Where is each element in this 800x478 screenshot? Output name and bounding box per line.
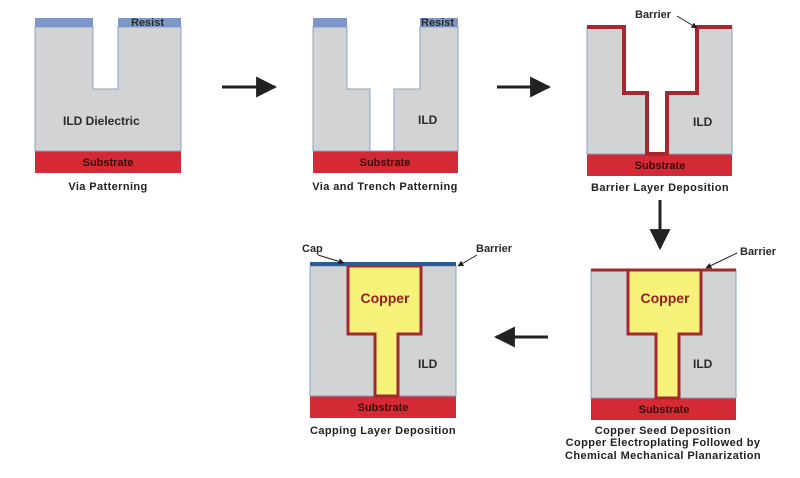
resist-left (35, 18, 93, 27)
ild-label: ILD (693, 115, 713, 129)
ild-label: ILD (418, 357, 438, 371)
resist-label: Resist (131, 17, 164, 29)
substrate-layer (313, 151, 458, 173)
resist-label: Resist (421, 17, 454, 29)
dielectric-label: ILD Dielectric (63, 114, 140, 128)
cap-pointer (317, 254, 345, 265)
ild-dielectric (34, 26, 182, 152)
step-copper-electroplating: Copper Barrier ILD Substrate Copper Seed… (565, 246, 777, 462)
step-caption: Via and Trench Patterning (312, 181, 458, 193)
step-caption: Capping Layer Deposition (310, 425, 456, 437)
substrate-label: Substrate (639, 404, 690, 416)
cap-layer (310, 262, 456, 266)
barrier-pointer (676, 15, 698, 29)
substrate-layer (591, 398, 736, 420)
step-caption-line-3: Chemical Mechanical Planarization (565, 450, 761, 462)
substrate-layer (35, 151, 181, 173)
substrate-layer (310, 396, 456, 418)
step-caption-line-1: Copper Seed Deposition (595, 425, 732, 437)
resist-right (118, 18, 181, 27)
copper-fill (346, 264, 423, 398)
ild-dielectric (586, 26, 733, 155)
substrate-label: Substrate (358, 402, 409, 414)
substrate-layer (587, 154, 732, 176)
step-via-trench-patterning: Resist ILD Substrate Via and Trench Patt… (312, 17, 459, 193)
copper-fill (626, 268, 703, 400)
ild-dielectric (312, 26, 459, 152)
step-capping-deposition: Copper Cap Barrier ILD Substrate Capping… (302, 243, 513, 437)
barrier-pointer (457, 254, 478, 267)
resist-left (313, 18, 347, 27)
barrier-pointer (705, 252, 738, 269)
substrate-label: Substrate (360, 157, 411, 169)
step-via-patterning: Resist ILD Dielectric Substrate Via Patt… (34, 17, 182, 193)
barrier-label: Barrier (635, 9, 672, 21)
step-caption: Via Patterning (68, 181, 147, 193)
copper-label: Copper (361, 290, 411, 306)
step-barrier-deposition: Barrier ILD Substrate Barrier Layer Depo… (586, 9, 733, 194)
ild-label: ILD (693, 357, 713, 371)
barrier-label: Barrier (476, 243, 513, 255)
step-caption-line-2: Copper Electroplating Followed by (566, 437, 761, 449)
cap-label: Cap (302, 243, 323, 255)
copper-label: Copper (641, 290, 691, 306)
substrate-label: Substrate (83, 157, 134, 169)
resist-right (420, 18, 458, 27)
ild-label: ILD (418, 113, 438, 127)
barrier-label: Barrier (740, 246, 777, 258)
step-caption: Barrier Layer Deposition (591, 182, 729, 194)
barrier-liner (587, 25, 732, 156)
substrate-label: Substrate (635, 160, 686, 172)
